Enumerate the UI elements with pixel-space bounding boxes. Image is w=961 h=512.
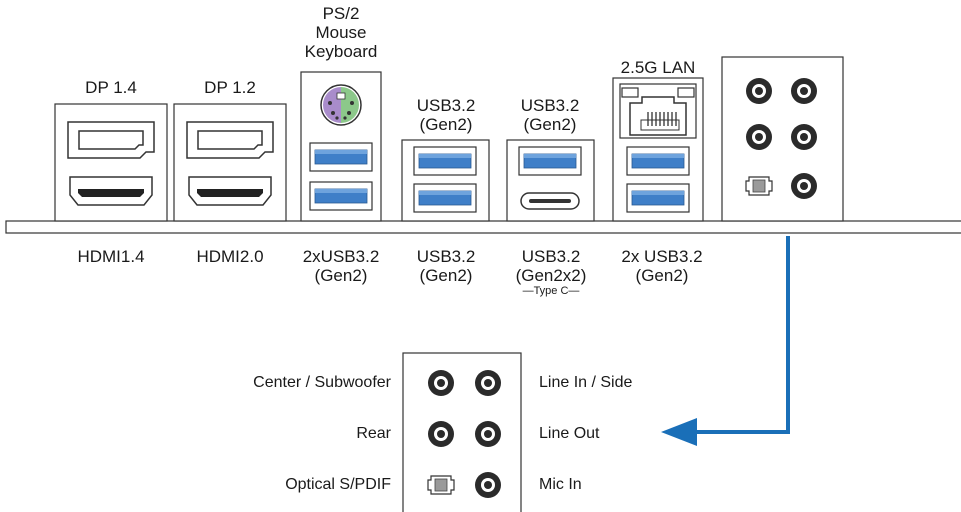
optical-spdif-label: Optical S/PDIF — [285, 476, 391, 493]
ps2-usb-port-block — [300, 71, 382, 222]
rear-jack-icon — [428, 421, 454, 447]
hdmi20-label: HDMI2.0 — [196, 247, 264, 266]
rj45-lan-port[interactable] — [619, 83, 697, 139]
line-in-side-label: Line In / Side — [539, 374, 633, 391]
audio-jack-icon[interactable] — [791, 124, 817, 150]
line-out-label: Line Out — [539, 425, 600, 442]
lan-usb-bottom-label: 2x USB3.2 (Gen2) — [621, 247, 703, 285]
ps2-label: PS/2 Mouse Keyboard — [304, 4, 378, 61]
center-subwoofer-label: Center / Subwoofer — [253, 374, 391, 391]
type-c-note: —Type C— — [522, 285, 580, 297]
lan-label: 2.5G LAN — [620, 58, 696, 77]
optical-spdif-icon[interactable] — [745, 176, 773, 196]
usb-c-top-label: USB3.2 (Gen2) — [520, 96, 580, 134]
usb-a-port[interactable] — [309, 142, 373, 172]
usb-c-block — [506, 139, 595, 222]
usb-pair-block — [401, 139, 490, 222]
line-in-side-jack-icon — [475, 370, 501, 396]
optical-spdif-icon — [427, 475, 455, 495]
usb-a-port[interactable] — [413, 183, 477, 213]
audio-jack-icon[interactable] — [791, 173, 817, 199]
audio-jack-icon[interactable] — [791, 78, 817, 104]
usb-a-port[interactable] — [413, 146, 477, 176]
mic-in-label: Mic In — [539, 476, 582, 493]
mic-in-jack-icon — [475, 472, 501, 498]
dp14-label: DP 1.4 — [85, 78, 137, 97]
audio-jack-icon[interactable] — [746, 78, 772, 104]
audio-jack-block — [721, 56, 844, 222]
dp12-hdmi20-port-block — [173, 103, 287, 222]
io-shield-plate — [5, 220, 961, 234]
ps2-port[interactable] — [320, 84, 362, 126]
usb-a-port[interactable] — [309, 181, 373, 211]
rear-label: Rear — [356, 425, 391, 442]
hdmi14-label: HDMI1.4 — [77, 247, 145, 266]
hdmi-2-0-port[interactable] — [188, 176, 272, 206]
usb-c-bottom-label: USB3.2 (Gen2x2) —Type C— — [515, 247, 587, 297]
displayport-1-4-port[interactable] — [67, 121, 155, 159]
usb-type-c-port[interactable] — [520, 192, 580, 210]
usb-a-port[interactable] — [518, 146, 582, 176]
usb-pair-top-label: USB3.2 (Gen2) — [416, 96, 476, 134]
audio-jack-icon[interactable] — [746, 124, 772, 150]
lan-usb-block — [612, 77, 704, 222]
usb-a-port[interactable] — [626, 183, 690, 213]
displayport-1-2-port[interactable] — [186, 121, 274, 159]
center-subwoofer-jack-icon — [428, 370, 454, 396]
usb-pair-bottom-label: USB3.2 (Gen2) — [416, 247, 476, 285]
line-out-jack-icon — [475, 421, 501, 447]
usb-a-port[interactable] — [626, 146, 690, 176]
hdmi-1-4-port[interactable] — [69, 176, 153, 206]
ps2-usb-label: 2xUSB3.2 (Gen2) — [302, 247, 380, 285]
dp14-hdmi14-port-block — [54, 103, 168, 222]
audio-legend-block — [402, 352, 522, 512]
dp12-label: DP 1.2 — [204, 78, 256, 97]
callout-arrow — [661, 236, 790, 446]
